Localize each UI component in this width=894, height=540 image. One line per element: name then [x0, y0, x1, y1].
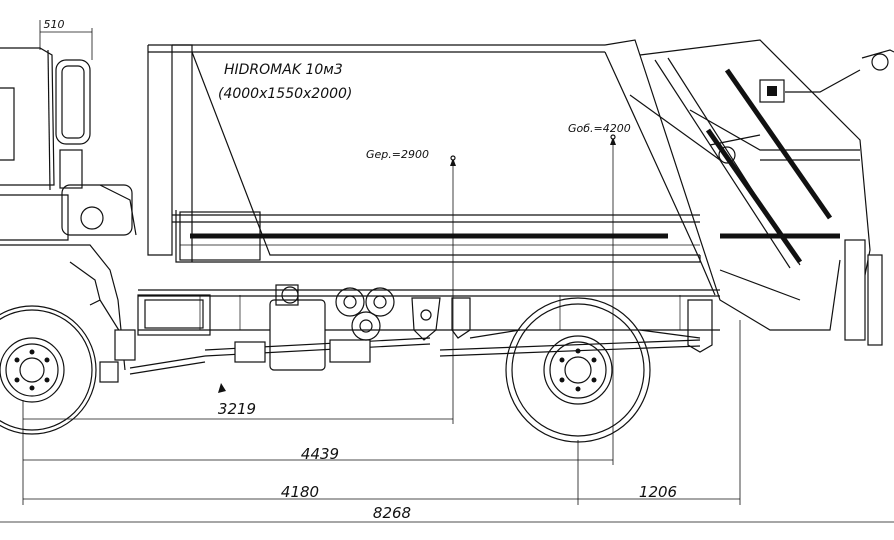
tailgate [604, 39, 894, 346]
dimension-lines [0, 20, 894, 523]
dim-4180: 4180 [281, 483, 319, 501]
body-container [147, 44, 701, 263]
body-model-title: HIDROMAK 10м3 [224, 62, 343, 78]
cg-label: Gер.=2900 [366, 148, 429, 161]
dim-1206: 1206 [639, 483, 677, 501]
dim-8268: 8268 [373, 504, 411, 522]
dim-3219: 3219 [218, 400, 256, 418]
drivetrain [99, 284, 713, 383]
body-size-label: (4000x1550x2000) [218, 86, 352, 102]
chassis-frame [138, 289, 720, 331]
rear-wheel [505, 297, 651, 443]
overall-cg-label: Gоб.=4200 [568, 122, 631, 135]
dim-4439: 4439 [301, 445, 339, 463]
cab [0, 47, 137, 371]
front-wheel [0, 305, 97, 435]
dim-cab-offset: 510 [44, 18, 65, 31]
